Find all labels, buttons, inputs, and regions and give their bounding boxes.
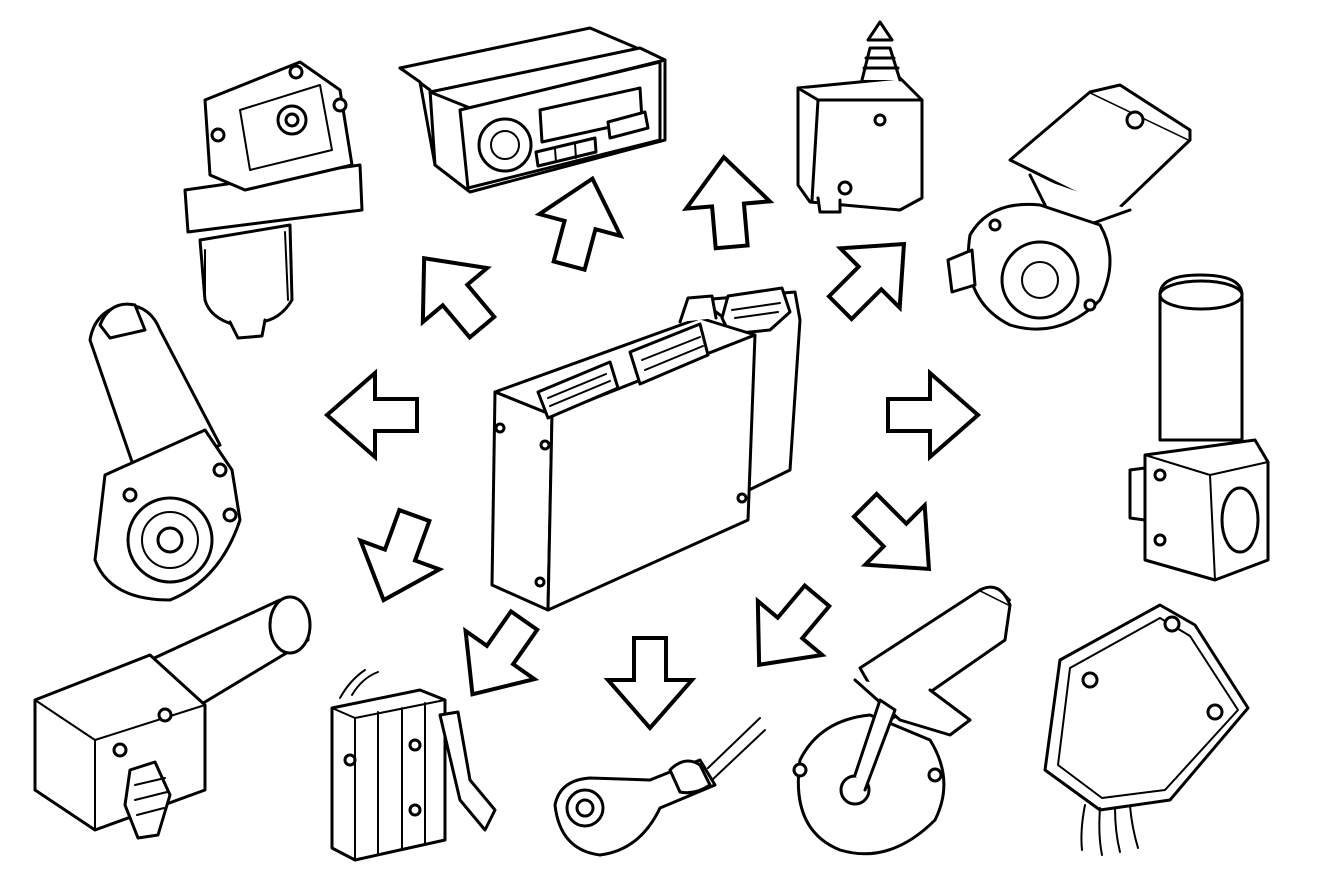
door-lock-actuator bbox=[796, 20, 924, 214]
geared-motor-bottom-left bbox=[33, 595, 312, 840]
arrow-lower-left bbox=[357, 507, 445, 603]
arrow-bottom-right bbox=[755, 582, 833, 668]
seat-motor-bottom-center bbox=[792, 585, 1012, 856]
arrow-bottom bbox=[603, 636, 697, 732]
cable-joint-bottom bbox=[553, 717, 766, 857]
angled-motor-gearbox-top-right bbox=[946, 83, 1192, 331]
arrow-top-right bbox=[681, 154, 775, 251]
bracket-sensor-bottom-right bbox=[1043, 603, 1250, 856]
arrow-upper-right bbox=[826, 241, 907, 322]
arrow-top-left bbox=[534, 175, 625, 273]
instrument-display-unit bbox=[398, 26, 667, 194]
arrows bbox=[323, 154, 982, 732]
cylindrical-actuator-right bbox=[1128, 273, 1270, 582]
arrow-lower-right bbox=[851, 491, 932, 572]
arrow-bottom-left bbox=[463, 608, 540, 697]
arrow-right bbox=[886, 368, 982, 462]
window-motor-left bbox=[88, 302, 242, 602]
central-control-module bbox=[490, 286, 802, 612]
arrow-left bbox=[323, 368, 419, 462]
arrow-upper-left bbox=[420, 255, 498, 341]
relay-switch-block bbox=[330, 669, 497, 862]
window-motor-top-left bbox=[183, 60, 364, 340]
